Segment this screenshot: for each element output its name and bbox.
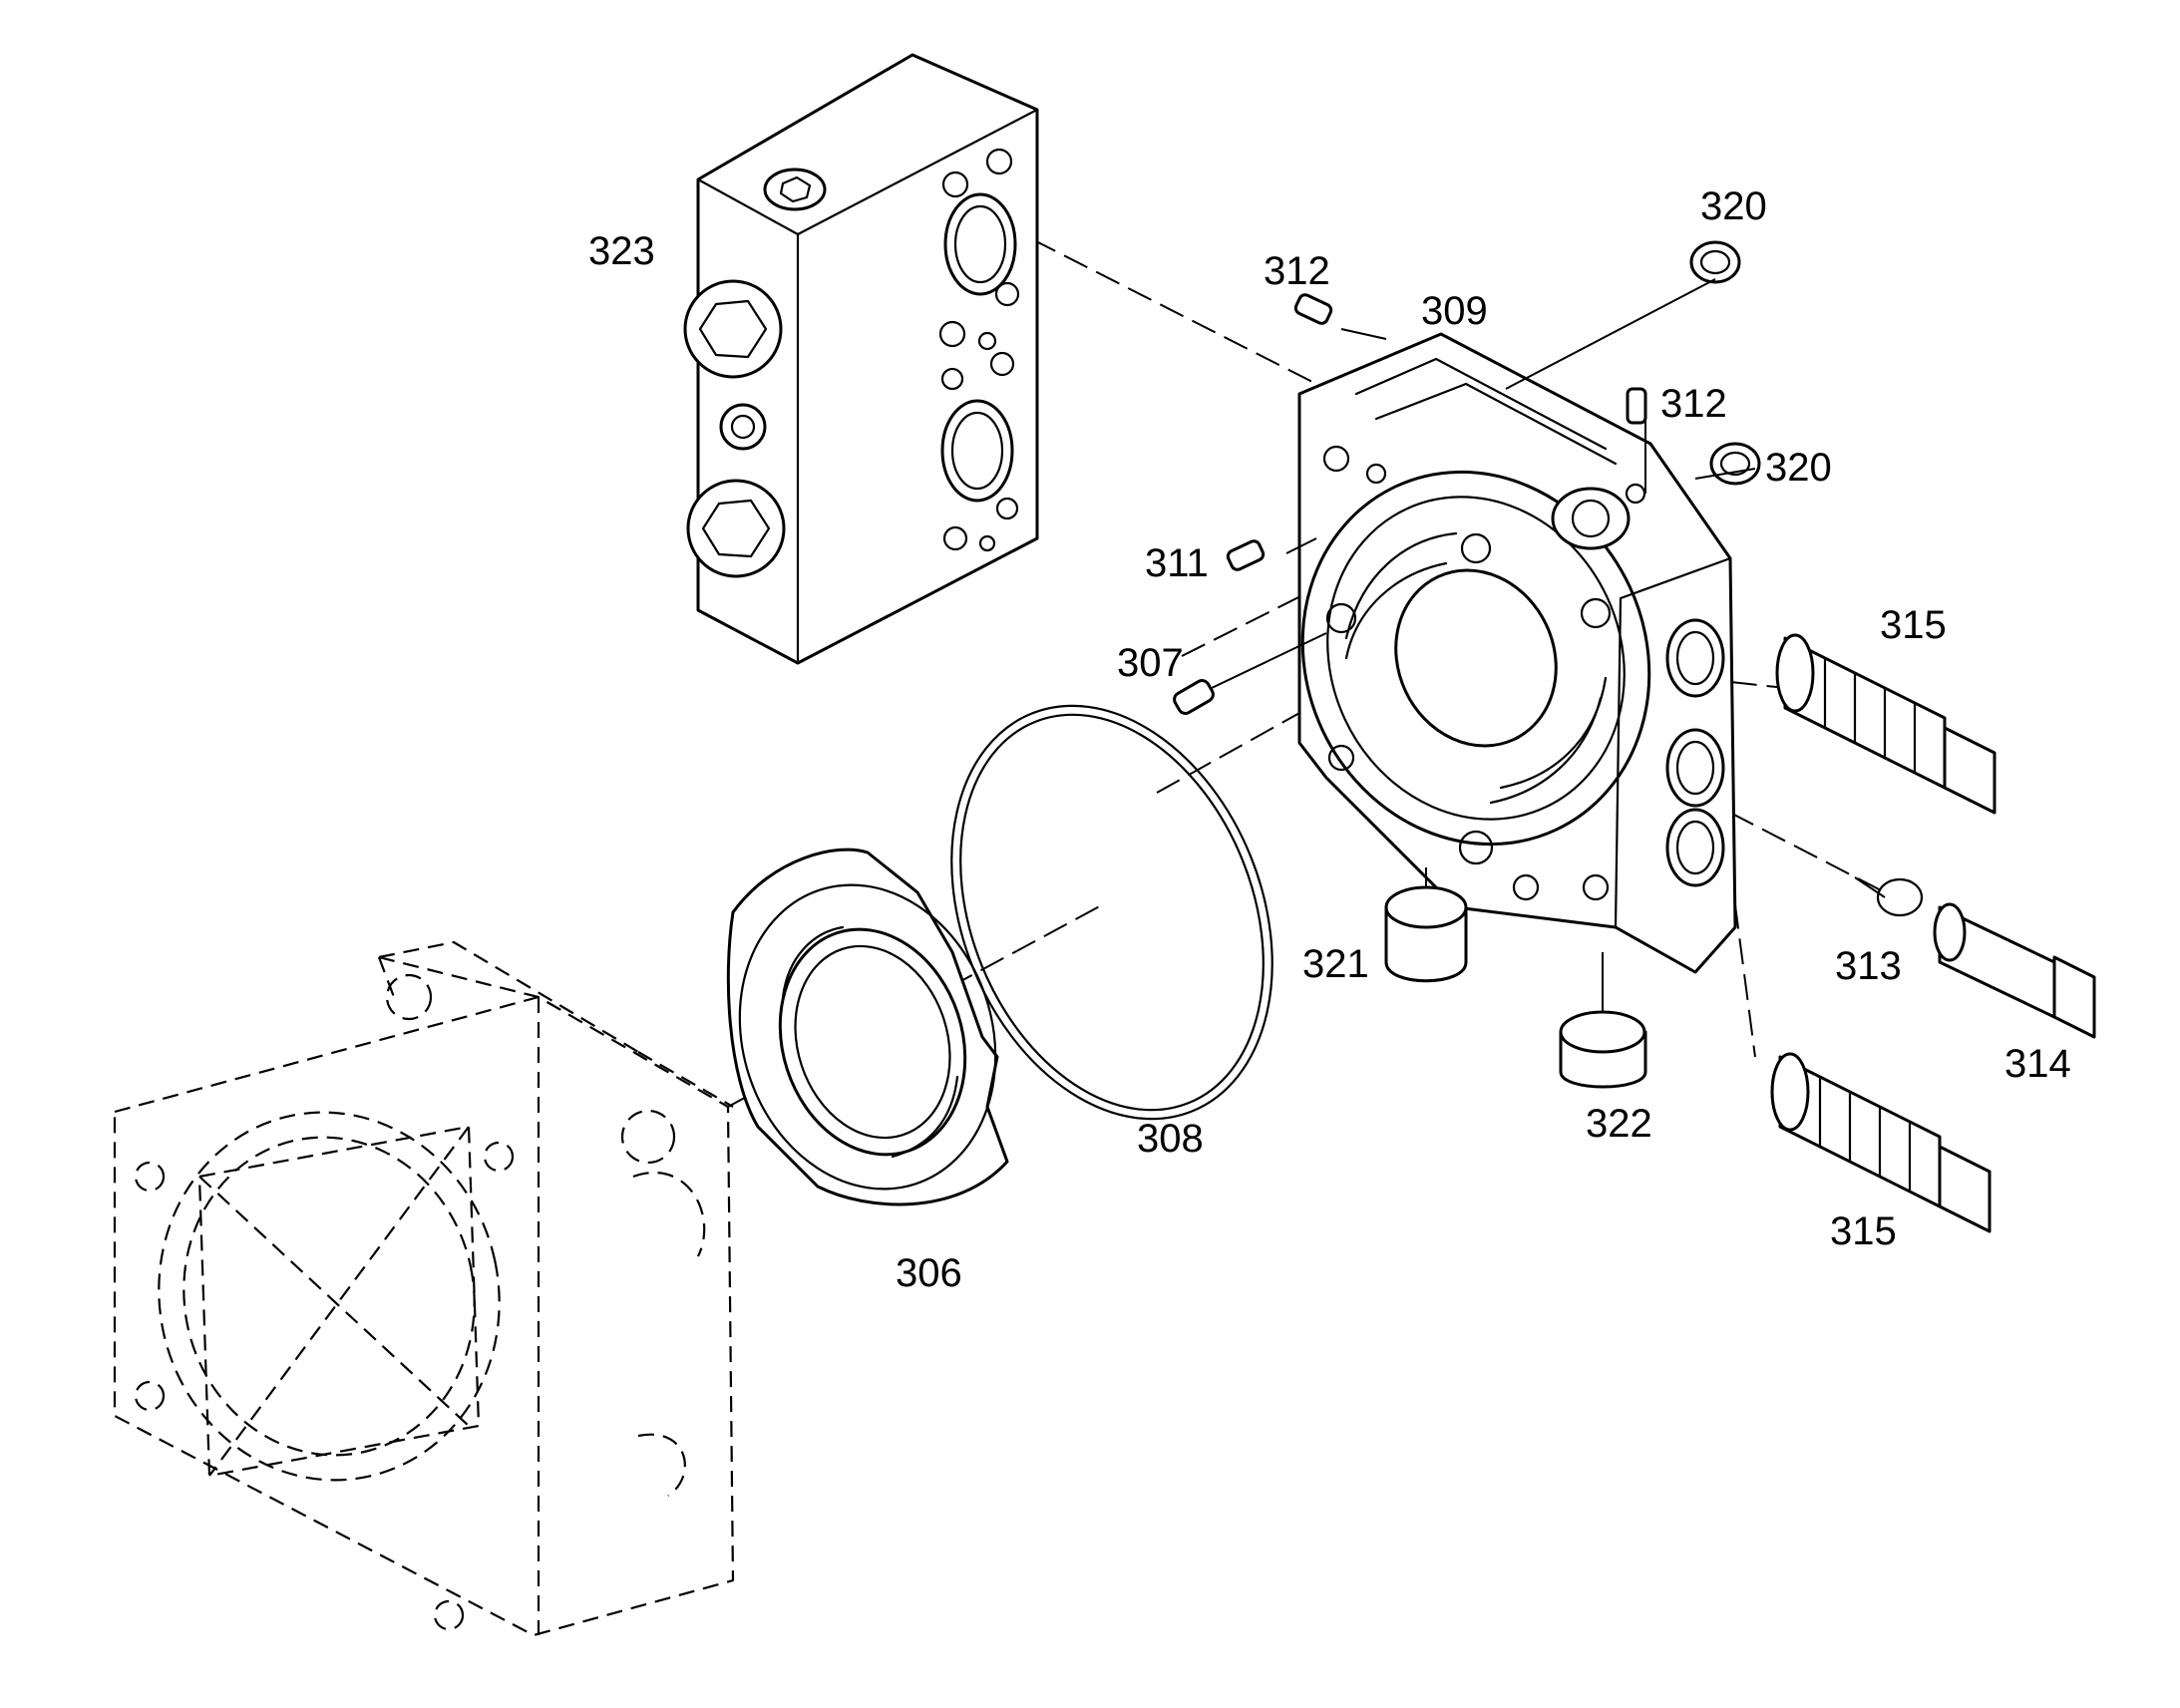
pin-312-upper[interactable] <box>1293 293 1333 325</box>
callout-315-lower: 315 <box>1830 1209 1897 1253</box>
pump-housing-phantom <box>113 940 735 1637</box>
plug-322[interactable] <box>1559 1010 1647 1089</box>
cartridge-valve-315-upper[interactable] <box>1775 633 1997 815</box>
pin-307[interactable] <box>1172 678 1216 716</box>
port-plate-309[interactable] <box>1243 332 1737 974</box>
callout-306: 306 <box>896 1251 962 1295</box>
o-ring-308[interactable] <box>893 657 1330 1167</box>
callout-322: 322 <box>1586 1102 1652 1146</box>
o-ring-313[interactable] <box>1876 877 1924 917</box>
callout-312-upper: 312 <box>1264 249 1330 293</box>
valve-plate-306[interactable] <box>701 848 1034 1222</box>
callout-309: 309 <box>1421 289 1488 333</box>
callout-320-lower: 320 <box>1765 446 1832 490</box>
callout-313: 313 <box>1835 944 1902 988</box>
callout-312-right: 312 <box>1660 382 1727 426</box>
pin-312-right[interactable] <box>1626 387 1647 425</box>
callout-307: 307 <box>1117 641 1184 685</box>
valve-block-323[interactable] <box>683 53 1039 665</box>
callout-labels: 323 312 309 320 312 320 311 307 315 313 … <box>588 184 2071 1295</box>
leader-lines <box>1211 278 1886 1012</box>
plug-320-upper[interactable] <box>1689 240 1741 284</box>
plug-321[interactable] <box>1384 885 1468 983</box>
callout-315-upper: 315 <box>1880 603 1947 647</box>
callout-320-upper: 320 <box>1700 184 1767 228</box>
relief-valve-314[interactable] <box>1933 902 2096 1039</box>
callout-323: 323 <box>588 229 655 273</box>
cartridge-valve-315-lower[interactable] <box>1770 1052 1992 1233</box>
callout-314: 314 <box>2004 1042 2071 1086</box>
callout-308: 308 <box>1137 1117 1204 1161</box>
plug-320-lower[interactable] <box>1709 442 1761 486</box>
callout-311: 311 <box>1145 541 1209 585</box>
pin-311[interactable] <box>1226 539 1266 571</box>
callout-321: 321 <box>1302 942 1369 986</box>
